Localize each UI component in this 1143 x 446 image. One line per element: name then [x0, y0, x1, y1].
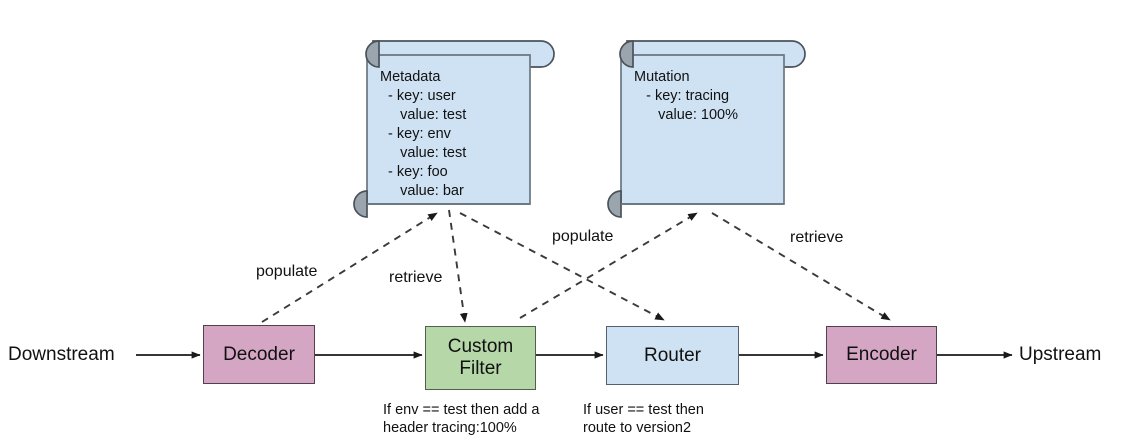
edge-label-populate-metadata: populate	[256, 263, 318, 280]
dashed-edges	[261, 209, 891, 323]
edge-label-retrieve-mutation: retrieve	[790, 229, 844, 246]
edge-label-retrieve-metadata: retrieve	[389, 269, 443, 286]
endpoint-downstream: Downstream	[8, 344, 115, 365]
edge-decoder-populate-metadata	[261, 212, 438, 323]
node-encoder-label: Encoder	[846, 344, 917, 365]
caption-custom-filter: If env == test then add a header tracing…	[383, 402, 540, 436]
scroll-metadata-text: Metadata - key: user value: test - key: …	[380, 69, 467, 199]
edge-metadata-retrieve-customfilter	[448, 209, 468, 323]
scroll-metadata-shape	[353, 40, 555, 218]
scroll-mutation-text: Mutation - key: tracing value: 100%	[634, 69, 738, 123]
edge-label-populate-mutation: populate	[552, 228, 614, 245]
node-encoder[interactable]: Encoder	[826, 326, 937, 384]
node-decoder-label: Decoder	[223, 343, 295, 365]
node-router-label: Router	[643, 344, 702, 366]
scroll-mutation-shape	[607, 40, 806, 218]
endpoint-upstream: Upstream	[1019, 344, 1102, 365]
edge-mutation-retrieve-encoder	[711, 212, 891, 321]
node-custom-filter-label-line1: Custom	[447, 336, 514, 357]
node-decoder[interactable]: Decoder	[203, 325, 315, 384]
node-custom-filter[interactable]: Custom Filter	[425, 326, 536, 390]
node-router[interactable]: Router	[606, 326, 739, 385]
edge-customfilter-populate-mutation	[519, 212, 698, 319]
caption-router: If user == test then route to version2	[583, 402, 704, 436]
node-custom-filter-label-line2: Filter	[459, 358, 502, 379]
